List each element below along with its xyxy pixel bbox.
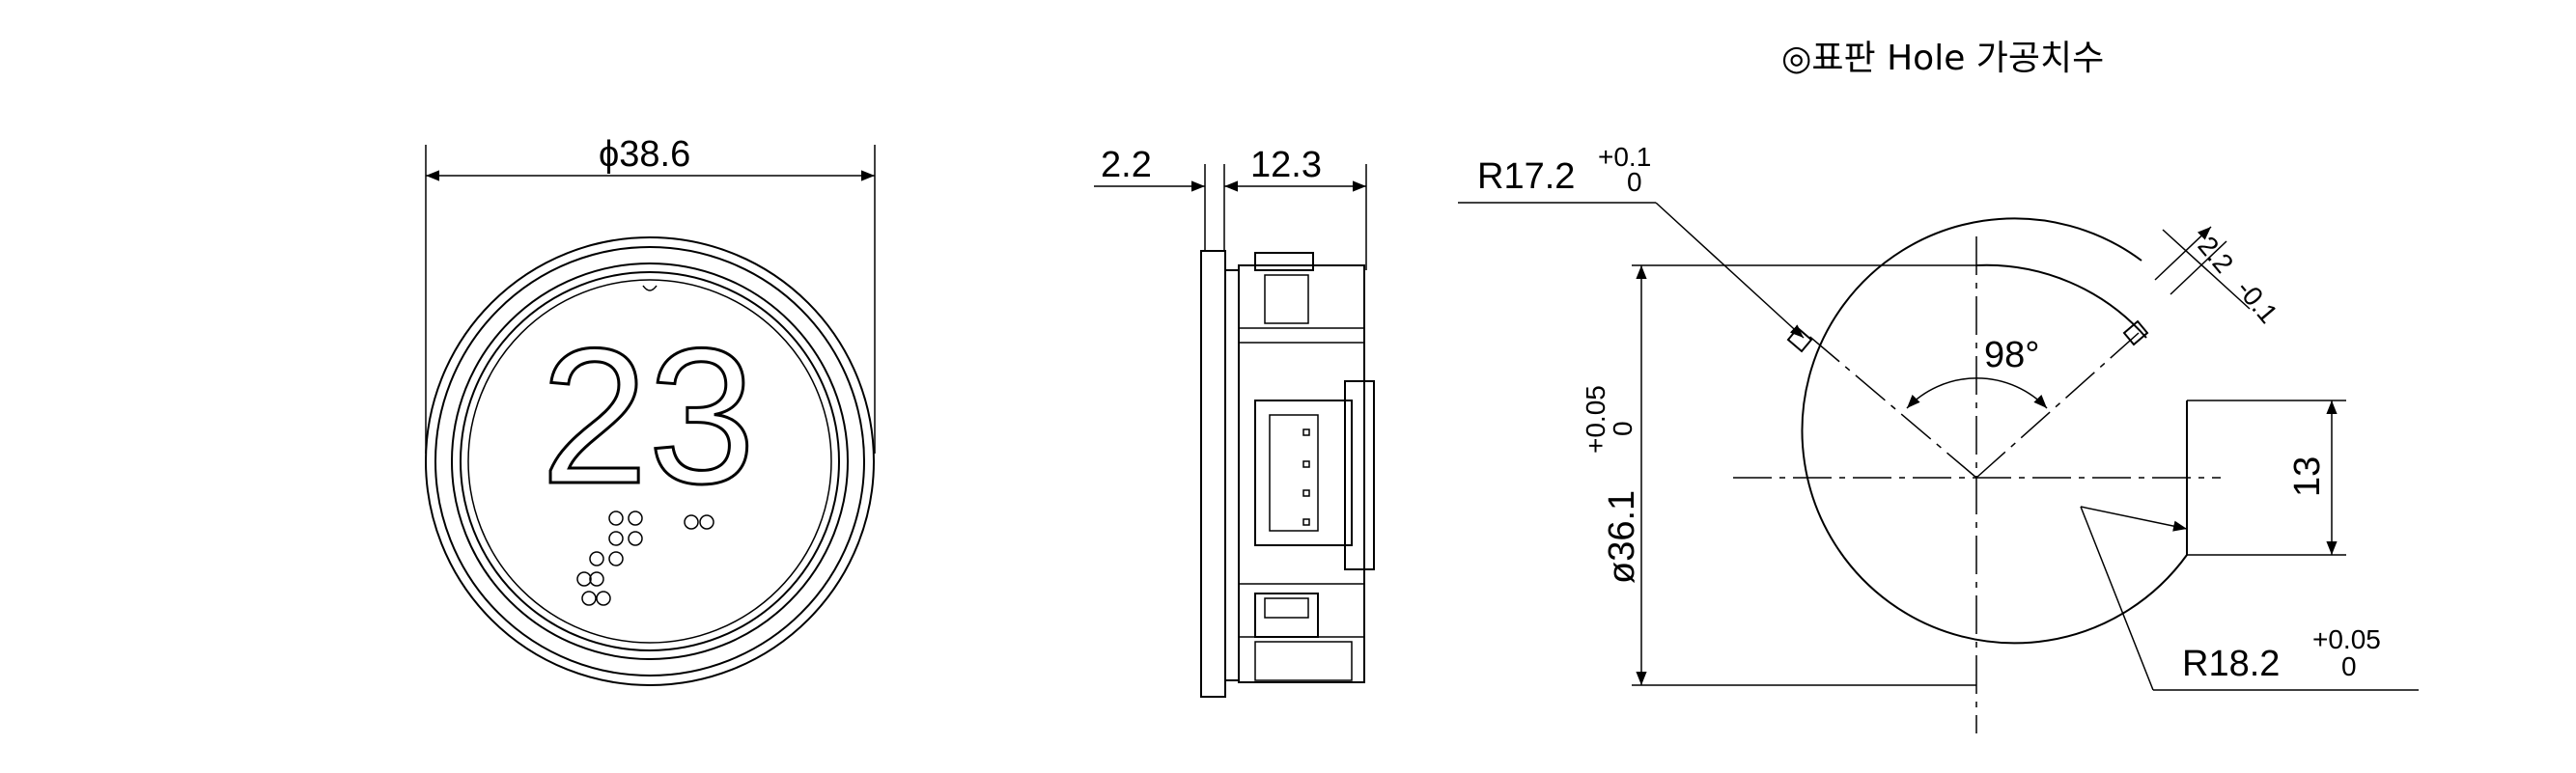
r2-tol-upper: +0.05 (2312, 624, 2381, 654)
r1-tol-lower: 0 (1627, 167, 1642, 197)
button-face-inner (467, 279, 832, 644)
slot-right (2122, 319, 2149, 346)
braille-dots (576, 511, 714, 606)
angle-arc (1906, 377, 2048, 409)
button-body (1238, 264, 1365, 683)
hole-diameter-label: ø36.1 (1602, 490, 1642, 584)
hole-view: 98° R17.2 +0.1 0 2.2 -0.1 ø36.1 +0.05 0 … (1458, 142, 2419, 733)
slot-dim-line (2162, 229, 2251, 310)
r1-leader (1655, 202, 1805, 339)
front-diameter-label: ϕ38.6 (599, 134, 690, 175)
notch-mark (642, 285, 658, 291)
hole-outline (1801, 217, 2188, 645)
bezel-ring-2 (434, 246, 865, 676)
bezel-step (1224, 269, 1240, 681)
hole-diameter-tol-lower: 0 (1608, 421, 1638, 436)
slot-tol: -0.1 (2230, 274, 2283, 329)
bottom-latch (1254, 593, 1319, 638)
top-latch (1254, 252, 1314, 271)
side-dim-right: 12.3 (1250, 145, 1322, 185)
bezel-plate (1200, 250, 1226, 698)
r1-label: R17.2 (1477, 156, 1575, 197)
angle-line-left (1805, 332, 1977, 479)
drawing-title: ◎표판 Hole 가공치수 (1781, 39, 2104, 78)
side-view: 2.2 12.3 (1094, 145, 1375, 698)
angle-line-right (1975, 332, 2140, 479)
r2-label: R18.2 (2182, 644, 2280, 684)
button-face-edge (460, 271, 840, 651)
front-view: ϕ38.6 23 (425, 134, 876, 686)
angle-label: 98° (1984, 335, 2039, 375)
slot-left (1786, 326, 1813, 353)
connector-latch (1344, 380, 1375, 570)
hole-diameter-tol-upper: +0.05 (1581, 385, 1610, 454)
r1-tol-upper: +0.1 (1598, 142, 1651, 172)
outer-bezel-ring (425, 236, 875, 686)
r2-tol-lower: 0 (2341, 651, 2357, 681)
flat-label: 13 (2287, 456, 2328, 497)
button-number: 23 (541, 309, 755, 524)
bezel-ring-3 (451, 262, 849, 660)
connector-housing (1254, 400, 1353, 546)
r2-leader (2080, 506, 2154, 691)
side-dim-left: 2.2 (1101, 145, 1152, 185)
